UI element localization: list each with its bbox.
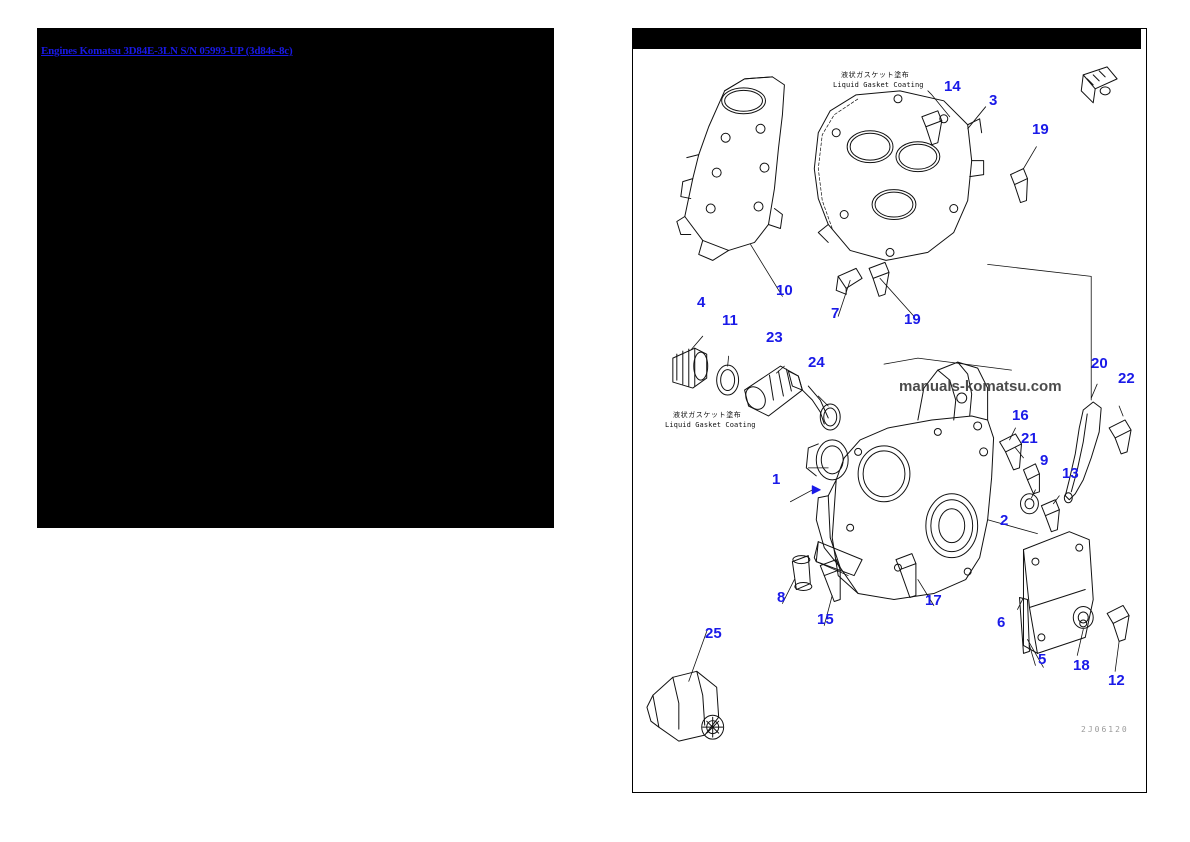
part-callout-6: 6 xyxy=(997,614,1006,631)
document-title-link[interactable]: Engines Komatsu 3D84E-3LN S/N 05993-UP (… xyxy=(41,45,293,57)
part-callout-18: 18 xyxy=(1073,657,1090,674)
parts-diagram-drawing xyxy=(646,66,1132,742)
part-callout-8: 8 xyxy=(777,589,786,606)
note-english-text: Liquid Gasket Coating xyxy=(833,81,924,90)
part-callout-23: 23 xyxy=(766,329,783,346)
part-callout-12: 12 xyxy=(1108,672,1125,689)
part-callout-24: 24 xyxy=(808,354,825,371)
image-placeholder-panel: Engines Komatsu 3D84E-3LN S/N 05993-UP (… xyxy=(37,28,554,528)
part-callout-20: 20 xyxy=(1091,355,1108,372)
part-callout-11: 11 xyxy=(722,312,738,329)
parts-diagram-panel xyxy=(632,28,1147,793)
part-callout-16: 16 xyxy=(1012,407,1029,424)
note-japanese-text: 液状ガスケット塗布 xyxy=(673,411,742,419)
part-callout-19: 19 xyxy=(1032,121,1049,138)
part-callout-3: 3 xyxy=(989,92,998,109)
part-callout-22: 22 xyxy=(1118,370,1135,387)
part-callout-17: 17 xyxy=(925,592,942,609)
part-callout-5: 5 xyxy=(1038,651,1047,668)
gasket-coating-note: 液状ガスケット塗布 Liquid Gasket Coating xyxy=(665,410,756,430)
part-callout-19: 19 xyxy=(904,311,921,328)
part-callout-14: 14 xyxy=(944,78,961,95)
note-japanese-text: 液状ガスケット塗布 xyxy=(841,71,910,79)
diagram-header-bar xyxy=(633,29,1141,49)
part-callout-15: 15 xyxy=(817,611,834,628)
part-callout-13: 13 xyxy=(1062,465,1079,482)
part-callout-9: 9 xyxy=(1040,452,1049,469)
part-callout-21: 21 xyxy=(1021,430,1038,447)
note-english-text: Liquid Gasket Coating xyxy=(665,421,756,430)
part-callout-2: 2 xyxy=(1000,512,1009,529)
part-callout-1: 1 xyxy=(772,471,781,488)
part-callout-25: 25 xyxy=(705,625,722,642)
site-watermark: manuals-komatsu.com xyxy=(899,378,1062,395)
gasket-coating-note: 液状ガスケット塗布 Liquid Gasket Coating xyxy=(833,70,924,90)
drawing-code-label: 2J06120 xyxy=(1081,725,1129,734)
part-callout-10: 10 xyxy=(776,282,793,299)
part-callout-7: 7 xyxy=(831,305,840,322)
part-callout-4: 4 xyxy=(697,294,706,311)
